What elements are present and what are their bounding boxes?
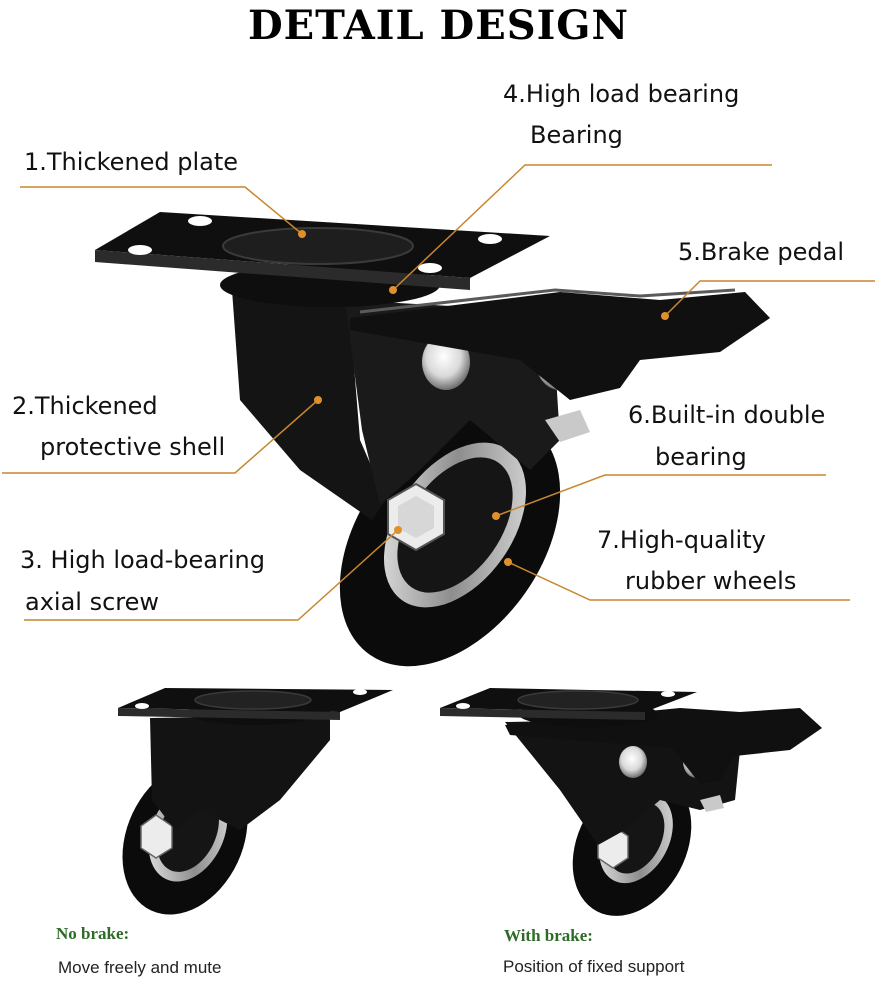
label-load-bearing-line2: Bearing [530,121,623,149]
label-axial-screw-line2: axial screw [25,588,160,616]
leader-dots [298,230,669,566]
protective-shell [232,290,386,520]
no-brake-heading: No brake: [56,924,130,943]
with-brake-text: Position of fixed support [503,957,685,976]
main-caster [95,212,770,667]
label-protective-shell-line1: 2.Thickened [12,392,158,420]
no-brake-text: Move freely and mute [58,958,222,977]
label-load-bearing-line1: 4.High load bearing [503,80,740,108]
label-double-bearing-line2: bearing [655,443,747,471]
label-double-bearing-line1: 6.Built-in double [628,401,826,429]
caster-no-brake [118,688,393,915]
leader-lines [2,164,875,621]
label-brake-pedal: 5.Brake pedal [678,238,844,266]
with-brake-heading: With brake: [504,926,593,945]
label-thickened-plate: 1.Thickened plate [24,148,239,176]
label-axial-screw-line1: 3. High load-bearing [20,546,265,574]
label-rubber-wheels-line2: rubber wheels [625,567,797,595]
caster-with-brake [440,688,822,916]
label-protective-shell-line2: protective shell [40,433,226,461]
label-rubber-wheels-line1: 7.High-quality [597,526,766,554]
page-title: DETAIL DESIGN [247,2,630,49]
